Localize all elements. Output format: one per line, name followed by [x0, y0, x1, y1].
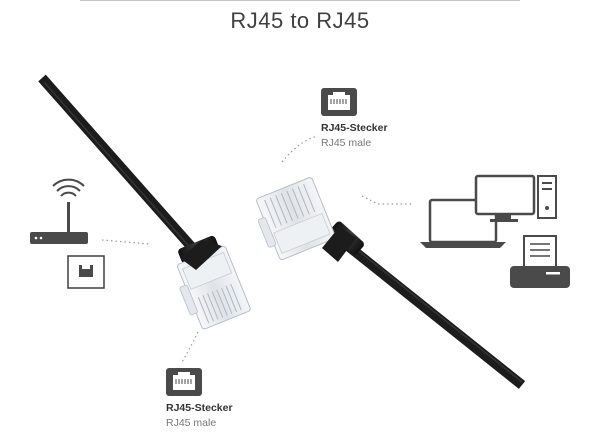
cable-right: [339, 238, 526, 389]
connector-bottom-subtitle: RJ45 male: [166, 417, 217, 429]
page-title: RJ45 to RJ45: [230, 8, 370, 33]
top-divider: [80, 0, 520, 1]
connector-top-subtitle: RJ45 male: [321, 137, 372, 149]
wall-socket-icon: [67, 255, 105, 289]
rj45-port-icon: [166, 368, 202, 396]
rj45-boot-left: [180, 240, 222, 270]
router-icon: [30, 178, 88, 244]
rj45-plug-right: [256, 177, 364, 261]
leader-lines: [101, 135, 412, 363]
rj45-port-icon: [321, 88, 357, 116]
rj45-boot-right: [322, 226, 356, 262]
desktop-computer-icon: [474, 174, 557, 222]
printer-icon: [510, 235, 570, 288]
cable-left: [38, 74, 200, 256]
connector-top-name: RJ45-Stecker: [321, 122, 388, 134]
connector-bottom-name: RJ45-Stecker: [166, 402, 233, 414]
